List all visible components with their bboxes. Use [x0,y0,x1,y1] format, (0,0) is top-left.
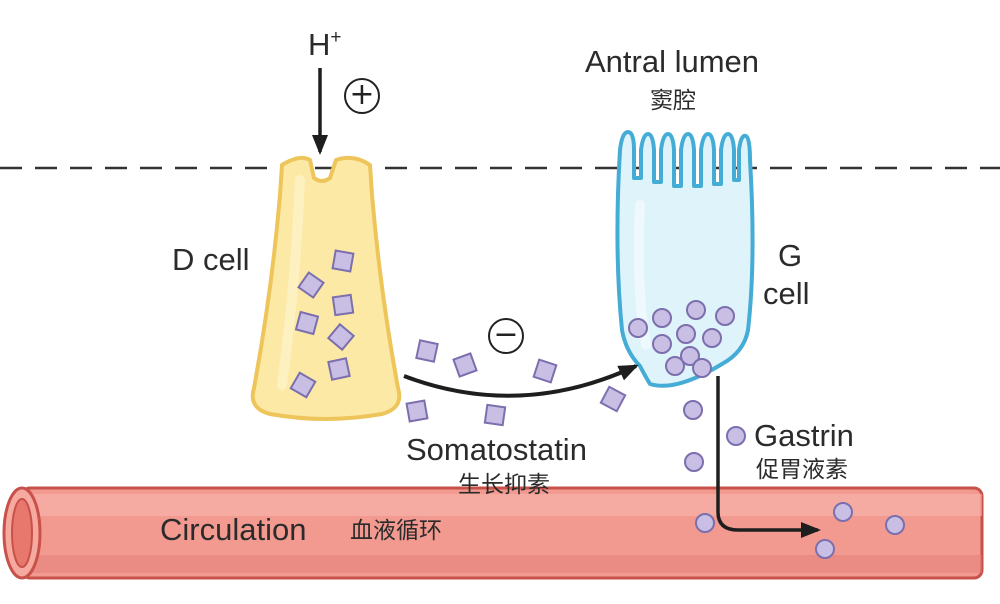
gastrin-granule [684,452,704,472]
somatostatin-granule [331,293,355,317]
g-cell-label-line2: cell [763,276,810,311]
gastrin-zh-label: 促胃液素 [756,457,848,483]
circulation-zh-label: 血液循环 [350,518,442,544]
blood-vessel [2,486,984,580]
somatostatin-granule [452,352,478,378]
gastrin-granule [683,400,703,420]
gastrin-granule [702,328,722,348]
gastrin-granule [676,324,696,344]
gastrin-granule [652,308,672,328]
gastrin-granule [680,346,700,366]
gastrin-label: Gastrin [754,418,854,453]
gastrin-granule [833,502,853,522]
somatostatin-granule [297,271,325,299]
g-cell-label-line1: G [778,238,803,273]
somatostatin-granule [405,399,429,423]
circulation-label: Circulation [160,512,307,547]
antral-lumen-label: Antral lumen [585,44,760,79]
gastrin-granule [715,306,735,326]
gastrin-granule [726,426,746,446]
antral-lumen-zh-label: 窦腔 [650,88,696,114]
somatostatin-granule [294,310,320,336]
gastrin-granule [665,356,685,376]
inhibit-sign: − [488,318,524,354]
somatostatin-granules [289,249,627,427]
gastrin-granules [628,300,905,559]
gastrin-granule [692,358,712,378]
somatostatin-zh-label: 生长抑素 [458,472,550,498]
gastrin-arrow [716,376,821,538]
gastrin-granule [628,318,648,338]
somatostatin-granule [326,322,356,352]
proton-label: H+ [308,27,342,62]
d-cell-shape [250,155,402,421]
somatostatin-arrow [403,364,639,398]
somatostatin-granule [415,339,439,363]
gastrin-granule [652,334,672,354]
somatostatin-granule [327,357,351,381]
d-cell-label: D cell [172,242,250,277]
gastrin-granule [885,515,905,535]
somatostatin-label: Somatostatin [406,432,587,467]
somatostatin-granule [599,385,627,413]
somatostatin-granule [483,403,507,427]
gastrin-granule [815,539,835,559]
somatostatin-granule [331,249,355,273]
stimulate-sign: + [344,78,380,114]
gastrin-granule [686,300,706,320]
gastrin-granule [695,513,715,533]
somatostatin-granule [532,358,558,384]
somatostatin-granule [289,371,317,399]
